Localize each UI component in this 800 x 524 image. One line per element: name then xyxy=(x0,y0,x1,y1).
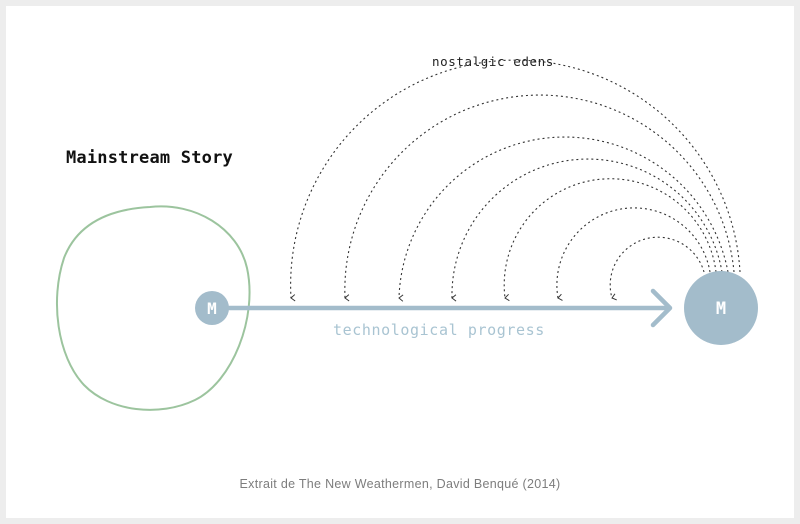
progress-arrow-head xyxy=(650,288,673,328)
technological-progress-label: technological progress xyxy=(333,321,545,339)
arc-6 xyxy=(556,207,711,301)
node-start-label: M xyxy=(207,299,217,318)
arc-2 xyxy=(344,94,735,302)
nostalgic-edens-label: nostalgic edens xyxy=(432,54,554,69)
node-end-label: M xyxy=(716,299,726,319)
arc-7 xyxy=(609,236,705,301)
figure-frame xyxy=(6,6,794,518)
nostalgic-arcs xyxy=(290,59,741,302)
progress-arrow xyxy=(212,288,673,328)
arc-3 xyxy=(398,136,729,302)
node-end: M xyxy=(684,271,758,345)
arc-1 xyxy=(290,59,741,302)
diagram-title: Mainstream Story xyxy=(66,148,233,168)
arc-5 xyxy=(503,178,717,302)
arc-4 xyxy=(451,158,723,302)
node-start: M xyxy=(195,291,229,325)
figure-caption: Extrait de The New Weathermen, David Ben… xyxy=(239,477,561,491)
present-blob xyxy=(55,205,251,411)
